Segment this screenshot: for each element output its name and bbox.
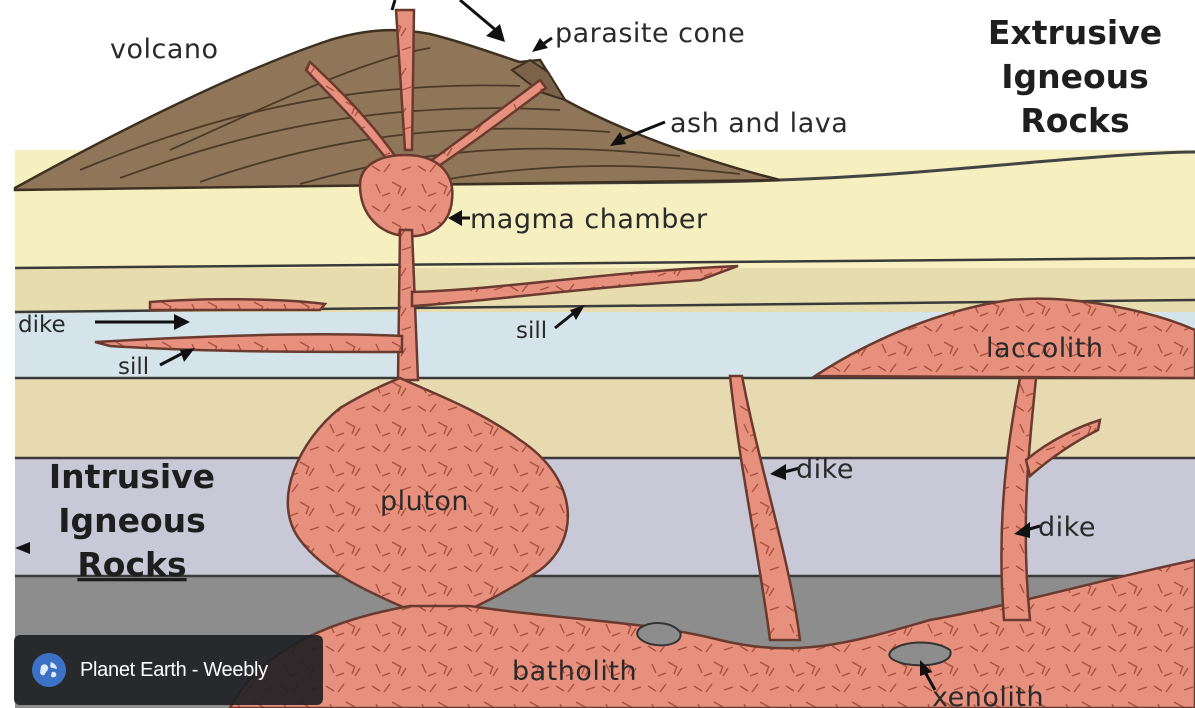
label-sill-left: sill <box>118 354 149 380</box>
globe-icon <box>32 653 66 687</box>
source-attribution-chip[interactable]: Planet Earth - Weebly <box>14 635 323 705</box>
heading-extrusive-line-1: Extrusive <box>988 13 1162 52</box>
label-laccolith: laccolith <box>986 333 1103 364</box>
heading-intrusive-line-1: Intrusive <box>49 457 215 496</box>
label-volcano: volcano <box>110 34 219 65</box>
heading-intrusive-line-3: Rocks <box>77 545 186 584</box>
label-magma-chamber: magma chamber <box>470 204 708 235</box>
source-attribution-text: Planet Earth - Weebly <box>80 659 268 682</box>
heading-extrusive: Extrusive Igneous Rocks <box>988 13 1162 140</box>
label-parasite-cone: parasite cone <box>555 18 745 49</box>
xenolith-rock-2 <box>889 643 950 666</box>
heading-intrusive-line-2: Igneous <box>58 501 206 540</box>
label-dike-center: dike <box>796 454 854 485</box>
label-pluton: pluton <box>380 486 469 517</box>
label-ash-and-lava: ash and lava <box>670 108 848 139</box>
label-dike-right: dike <box>1038 512 1096 543</box>
label-batholith: batholith <box>512 656 637 687</box>
sill-left-upper <box>150 299 325 310</box>
heading-extrusive-line-3: Rocks <box>1020 101 1129 140</box>
label-dike-left: dike <box>18 312 66 338</box>
heading-extrusive-line-2: Igneous <box>1001 57 1149 96</box>
label-xenolith: xenolith <box>932 682 1044 708</box>
label-sill-center: sill <box>516 318 547 344</box>
xenolith-rock-1 <box>637 623 680 645</box>
